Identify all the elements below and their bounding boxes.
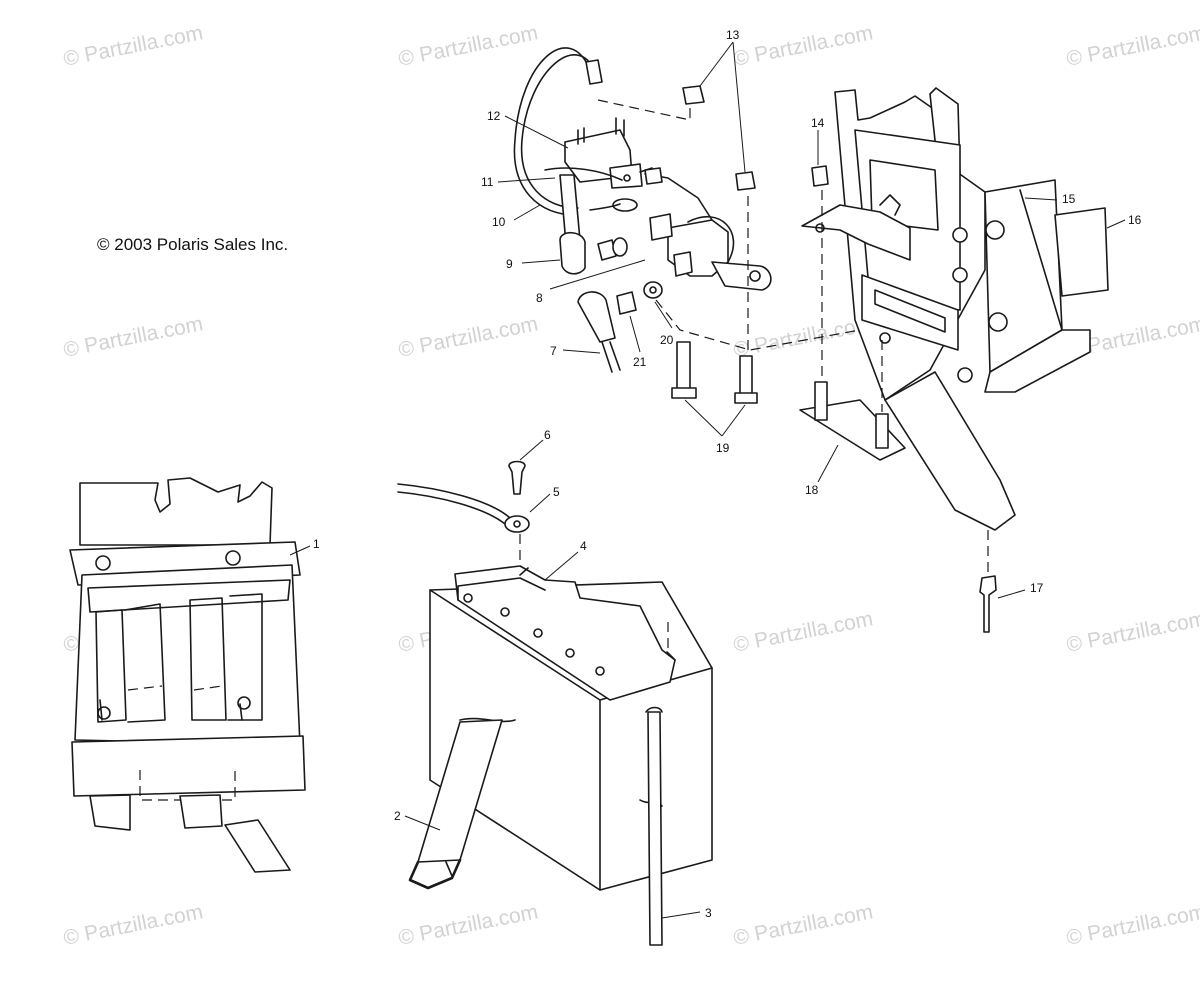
callout-3: 3 — [705, 906, 712, 920]
callout-8: 8 — [536, 291, 543, 305]
mounting-bracket — [801, 87, 1091, 531]
warning-label — [1054, 207, 1109, 297]
watermark-text: © Partzilla.com — [1065, 900, 1200, 950]
callout-21: 21 — [633, 355, 647, 369]
battery-holder — [69, 477, 306, 873]
mounting-plate — [799, 190, 906, 461]
watermark-text: © Partzilla.com — [62, 900, 205, 950]
leader-lines — [289, 41, 1126, 919]
ground-cable — [397, 483, 511, 519]
callout-labels: 1 2 3 4 5 6 7 8 9 10 11 12 13 14 15 16 1… — [313, 28, 1142, 920]
callout-20: 20 — [660, 333, 674, 347]
callout-18: 18 — [805, 483, 819, 497]
callout-17: 17 — [1030, 581, 1044, 595]
watermark-text: © Partzilla.com — [1065, 607, 1200, 657]
terminal-screw — [508, 460, 526, 495]
callout-19: 19 — [716, 441, 730, 455]
callout-13: 13 — [726, 28, 740, 42]
callout-11: 11 — [481, 175, 494, 189]
callout-4: 4 — [580, 539, 587, 553]
watermark-text: © Partzilla.com — [397, 21, 540, 71]
callout-15: 15 — [1062, 192, 1076, 206]
watermark-text: © Partzilla.com — [62, 21, 205, 71]
watermark-text: © Partzilla.com — [732, 607, 875, 657]
callout-10: 10 — [492, 215, 506, 229]
push-rivet — [979, 575, 997, 633]
callout-1: 1 — [313, 537, 320, 551]
callout-2: 2 — [394, 809, 401, 823]
callout-5: 5 — [553, 485, 560, 499]
watermark-text: © Partzilla.com — [732, 900, 875, 950]
battery — [429, 565, 713, 891]
watermark-text: © Partzilla.com — [732, 21, 875, 71]
starter-solenoid-group — [513, 47, 861, 404]
watermark-text: © Partzilla.com — [62, 312, 205, 362]
callout-6: 6 — [544, 428, 551, 442]
callout-9: 9 — [506, 257, 513, 271]
callout-14: 14 — [811, 116, 825, 130]
ring-terminal — [504, 515, 530, 533]
copyright-text: © 2003 Polaris Sales Inc. — [97, 235, 288, 254]
watermark-text: © Partzilla.com — [732, 312, 875, 362]
watermark-text: © Partzilla.com — [1065, 21, 1200, 71]
callout-12: 12 — [487, 109, 501, 123]
vent-hose — [647, 711, 663, 946]
callout-16: 16 — [1128, 213, 1142, 227]
callout-7: 7 — [550, 344, 557, 358]
watermark-text: © Partzilla.com — [397, 900, 540, 950]
watermark-text: © Partzilla.com — [397, 312, 540, 362]
